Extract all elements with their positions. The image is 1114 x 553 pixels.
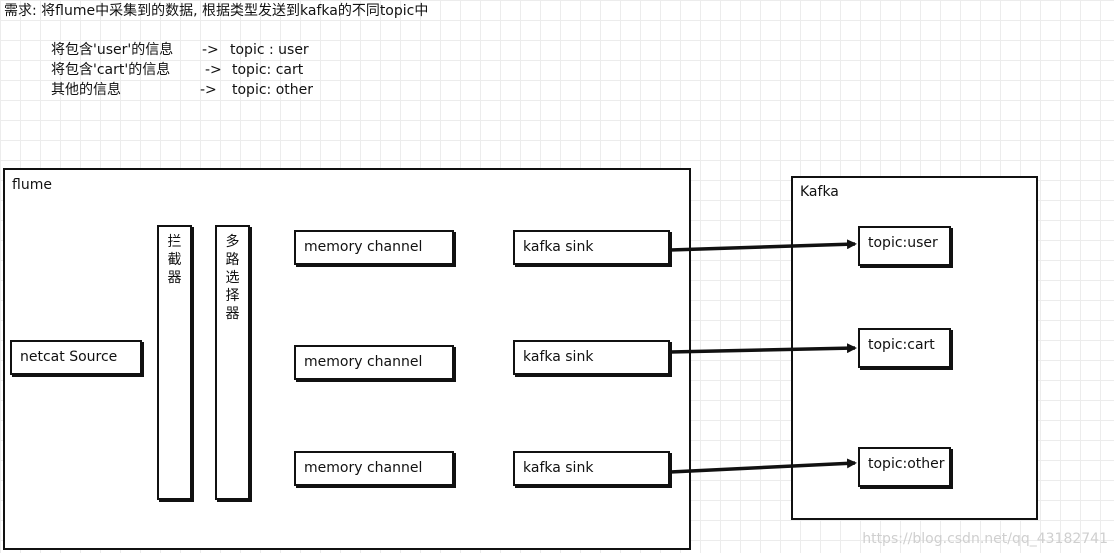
kafka-sink-node-3[interactable]: kafka sink xyxy=(513,451,670,486)
netcat-source-node[interactable]: netcat Source xyxy=(10,340,142,375)
watermark-text: https://blog.csdn.net/qq_43182741 xyxy=(862,531,1108,547)
rule-target: topic: other xyxy=(232,82,313,98)
arrow-sink3-to-topic-other xyxy=(669,458,857,474)
memory-channel-node-2[interactable]: memory channel xyxy=(294,345,454,380)
interceptor-bar[interactable]: 拦截器 xyxy=(157,225,192,500)
kafka-label: Kafka xyxy=(800,184,839,200)
rule-arrow: -> xyxy=(200,82,217,98)
rule-arrow: -> xyxy=(205,62,222,78)
memory-channel-node-3[interactable]: memory channel xyxy=(294,451,454,486)
rule-target: topic: cart xyxy=(232,62,304,78)
multiplexing-selector-bar[interactable]: 多路选择器 xyxy=(215,225,250,500)
flume-label: flume xyxy=(12,177,52,193)
rule-condition: 将包含'user'的信息 xyxy=(51,42,174,58)
multiplexing-selector-label: 多路选择器 xyxy=(225,234,240,322)
interceptor-label: 拦截器 xyxy=(167,234,182,286)
arrow-sink2-to-topic-cart xyxy=(669,343,857,354)
requirement-heading: 需求: 将flume中采集到的数据, 根据类型发送到kafka的不同topic中 xyxy=(4,3,429,19)
topic-cart-node[interactable]: topic:cart xyxy=(858,328,951,368)
rule-condition: 将包含'cart'的信息 xyxy=(51,62,171,78)
topic-other-node[interactable]: topic:other xyxy=(858,447,951,487)
kafka-sink-node-1[interactable]: kafka sink xyxy=(513,230,670,265)
arrow-sink1-to-topic-user xyxy=(669,239,857,252)
rule-condition: 其他的信息 xyxy=(51,82,121,98)
kafka-sink-node-2[interactable]: kafka sink xyxy=(513,340,670,375)
memory-channel-node-1[interactable]: memory channel xyxy=(294,230,454,265)
rule-target: topic : user xyxy=(230,42,309,58)
topic-user-node[interactable]: topic:user xyxy=(858,226,951,266)
rule-arrow: -> xyxy=(202,42,219,58)
